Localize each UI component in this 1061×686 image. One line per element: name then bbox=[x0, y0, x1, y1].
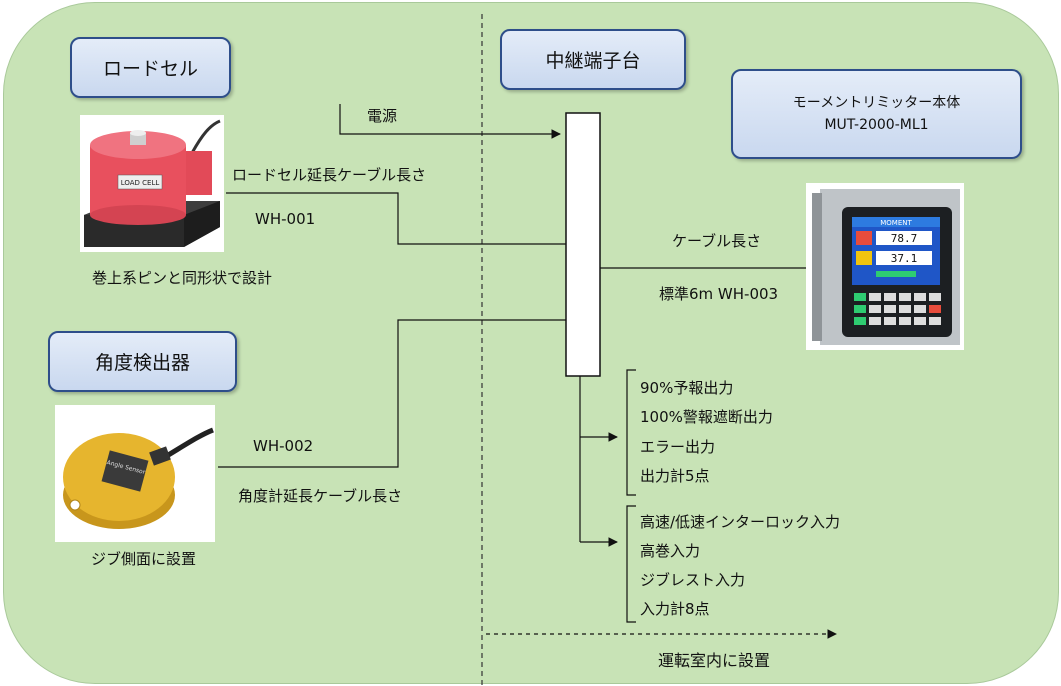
input-item: 高巻入力 bbox=[640, 542, 701, 560]
angle-box-label: 角度検出器 bbox=[94, 352, 190, 374]
wh003-label: 標準6m WH-003 bbox=[659, 285, 779, 303]
power-line bbox=[339, 104, 561, 139]
controller-photo: MOMENT 78.7 37.1 bbox=[806, 183, 964, 350]
loadcell-box-label: ロードセル bbox=[102, 58, 198, 80]
screen-title: MOMENT bbox=[880, 219, 912, 227]
wh002-label: WH-002 bbox=[253, 437, 314, 455]
angle-sensor-photo: Angle Sensor bbox=[55, 405, 215, 542]
output-item: 100%警報遮断出力 bbox=[640, 408, 773, 426]
input-bracket bbox=[626, 505, 636, 623]
output-item: 出力計5点 bbox=[640, 467, 710, 485]
install-room-label: 運転室内に設置 bbox=[658, 651, 771, 670]
angle-cable-label: 角度計延長ケーブル長さ bbox=[238, 487, 403, 505]
loadcell-photo: LOAD CELL bbox=[80, 115, 224, 252]
relay-terminal bbox=[565, 112, 601, 377]
main-unit-name: モーメントリミッター本体 bbox=[792, 95, 961, 111]
screen-reading-1: 78.7 bbox=[891, 232, 918, 245]
screen-reading-2: 37.1 bbox=[891, 252, 918, 265]
angle-note: ジブ側面に設置 bbox=[91, 550, 197, 568]
power-label: 電源 bbox=[367, 107, 398, 125]
cable-length-label: ケーブル長さ bbox=[672, 232, 762, 250]
output-bracket bbox=[626, 369, 636, 496]
angle-box: 角度検出器 bbox=[48, 331, 237, 392]
main-unit-model: MUT-2000-ML1 bbox=[824, 117, 929, 133]
loadcell-nameplate: LOAD CELL bbox=[121, 179, 160, 187]
input-item: 高速/低速インターロック入力 bbox=[640, 513, 841, 531]
main-unit-box: モーメントリミッター本体 MUT-2000-ML1 bbox=[731, 69, 1022, 159]
controller-keypad bbox=[854, 293, 941, 325]
output-item: 90%予報出力 bbox=[640, 379, 734, 397]
output-item: エラー出力 bbox=[640, 438, 716, 456]
relay-box: 中継端子台 bbox=[500, 29, 686, 90]
loadcell-box: ロードセル bbox=[70, 37, 231, 98]
loadcell-cable-label: ロードセル延長ケーブル長さ bbox=[232, 166, 427, 184]
input-item: 入力計8点 bbox=[640, 600, 710, 618]
relay-box-label: 中継端子台 bbox=[545, 50, 641, 72]
input-item: ジブレスト入力 bbox=[640, 571, 746, 589]
angle-cable-line bbox=[218, 319, 566, 468]
loadcell-note: 巻上系ピンと同形状で設計 bbox=[92, 269, 273, 287]
wh001-label: WH-001 bbox=[255, 210, 316, 228]
loadcell-cable-line bbox=[226, 192, 566, 245]
